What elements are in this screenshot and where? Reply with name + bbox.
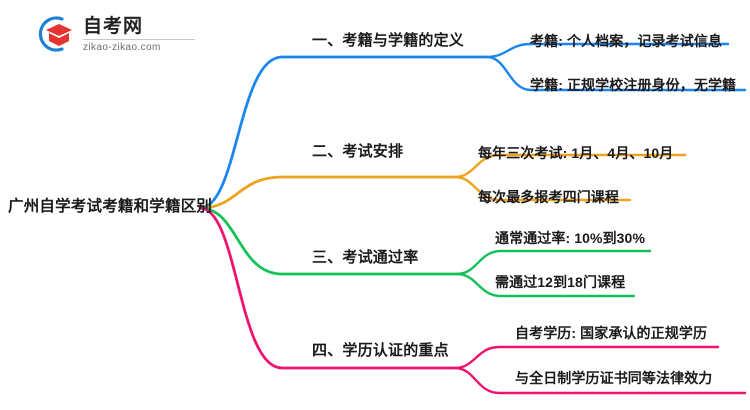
graduation-cap-icon xyxy=(32,12,76,56)
leaf-connector-degree-certification-0 xyxy=(453,345,720,370)
branch-label-definitions: 一、考籍与学籍的定义 xyxy=(312,32,465,49)
leaf-label-definitions-0: 考籍: 个人档案，记录考试信息 xyxy=(530,33,723,49)
leaf-connector-pass-rate-0 xyxy=(455,249,652,276)
root-node-label: 广州自学考试考籍和学籍区别 xyxy=(8,198,213,215)
branch-trunk-exam-schedule xyxy=(198,175,457,210)
leaf-label-definitions-1: 学籍: 正规学校注册身份，无学籍 xyxy=(530,77,737,93)
leaf-label-degree-certification-0: 自考学历: 国家承认的正规学历 xyxy=(515,325,708,341)
leaf-label-exam-schedule-0: 每年三次考试: 1月、4月、10月 xyxy=(478,145,674,161)
leaf-label-exam-schedule-1: 每次最多报考四门课程 xyxy=(478,189,619,205)
site-logo: 自考网 zikao-zikao.com xyxy=(32,12,195,56)
leaf-label-pass-rate-1: 需通过12到18门课程 xyxy=(495,274,626,290)
logo-title: 自考网 xyxy=(83,15,144,37)
logo-domain: zikao-zikao.com xyxy=(83,42,161,54)
leaf-label-degree-certification-1: 与全日制学历证书同等法律效力 xyxy=(515,370,713,386)
branch-label-pass-rate: 三、考试通过率 xyxy=(312,249,419,266)
branch-label-exam-schedule: 二、考试安排 xyxy=(312,143,404,160)
branch-trunk-definitions xyxy=(198,55,489,210)
logo-divider xyxy=(83,39,195,41)
branch-label-degree-certification: 四、学历认证的重点 xyxy=(312,342,449,359)
leaf-label-pass-rate-0: 通常通过率: 10%到30% xyxy=(495,230,645,246)
logo-wordmark: 自考网 zikao-zikao.com xyxy=(83,15,195,54)
